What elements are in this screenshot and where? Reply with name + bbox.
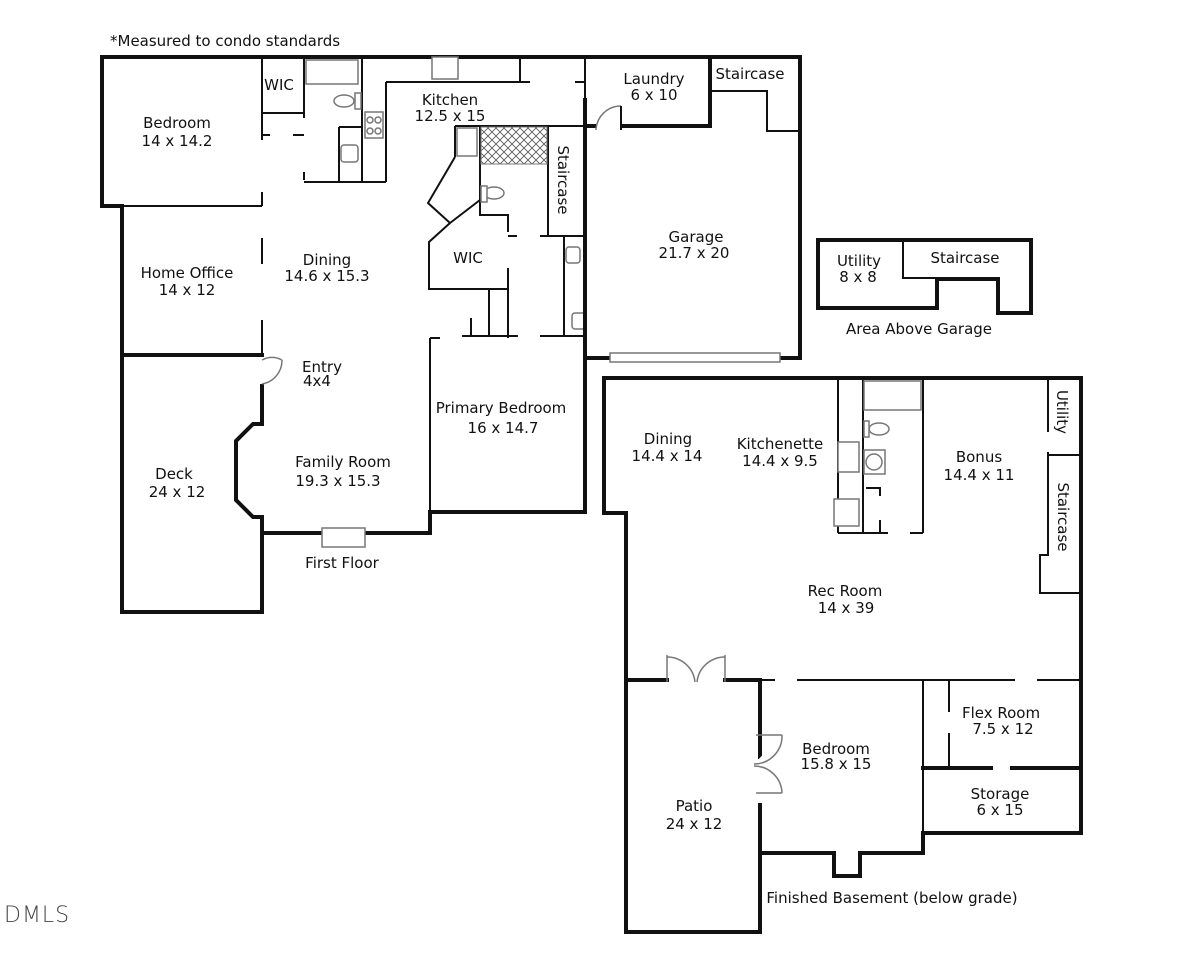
above-garage-plan [816,238,1033,315]
room-name-kitchen: Kitchen [422,91,478,109]
basement-plan [602,376,1083,934]
room-name-staircase-above: Staircase [930,249,999,267]
room-dims-rec-room: 14 x 39 [818,599,875,617]
room-name-utility-above: Utility [837,252,881,270]
room-dims-primary-bedroom: 16 x 14.7 [468,419,539,437]
room-dims-bedroom: 14 x 14.2 [142,132,213,150]
room-dims-garage: 21.7 x 20 [659,244,730,262]
floor-title-first-floor: First Floor [305,554,379,572]
room-dims-laundry: 6 x 10 [630,86,677,104]
room-name-garage: Garage [669,228,724,246]
room-dims-deck: 24 x 12 [149,483,206,501]
room-dims-patio: 24 x 12 [666,815,723,833]
room-dims-utility-above: 8 x 8 [839,268,877,286]
room-name-kitchenette: Kitchenette [737,435,824,453]
room-name-flex-room: Flex Room [962,704,1040,722]
room-name-storage: Storage [971,785,1030,803]
room-name-bedroom: Bedroom [143,114,211,132]
first-floor-plan [100,55,802,614]
room-name-primary-bedroom: Primary Bedroom [436,399,567,417]
room-name-rec-room: Rec Room [808,582,883,600]
room-dims-dining: 14.6 x 15.3 [284,267,369,285]
room-name-bonus: Bonus [956,448,1002,466]
room-name-family-room: Family Room [295,453,391,471]
watermark-logo: DMLS [4,903,70,928]
room-dims-flex-room: 7.5 x 12 [972,720,1033,738]
room-name-deck: Deck [155,465,193,483]
room-name-basement-bedroom: Bedroom [802,740,870,758]
room-dims-family-room: 19.3 x 15.3 [295,472,380,490]
floor-title-basement: Finished Basement (below grade) [766,889,1017,907]
floor-title-above-garage: Area Above Garage [846,320,992,338]
room-name-home-office: Home Office [141,264,234,282]
room-name-entry: Entry [302,358,342,376]
room-name-patio: Patio [676,797,713,815]
room-name-basement-staircase: Staircase [1054,482,1072,551]
room-name-basement-utility: Utility [1053,390,1071,434]
room-dims-basement-bedroom: 15.8 x 15 [801,755,872,773]
room-dims-kitchenette: 14.4 x 9.5 [742,452,818,470]
room-name-staircase-top: Staircase [715,65,784,83]
room-dims-bonus: 14.4 x 11 [944,466,1015,484]
room-dims-basement-dining: 14.4 x 14 [632,447,703,465]
room-name-dining: Dining [303,251,351,269]
room-name-staircase-mid: Staircase [554,145,572,214]
room-name-wic-mid: WIC [453,249,483,267]
measurement-note: *Measured to condo standards [110,32,340,50]
room-dims-home-office: 14 x 12 [159,281,216,299]
room-name-wic: WIC [264,76,294,94]
room-name-laundry: Laundry [623,70,684,88]
room-dims-entry: 4x4 [303,372,331,390]
room-dims-storage: 6 x 15 [976,801,1023,819]
room-name-basement-dining: Dining [644,430,692,448]
room-dims-kitchen: 12.5 x 15 [415,107,486,125]
